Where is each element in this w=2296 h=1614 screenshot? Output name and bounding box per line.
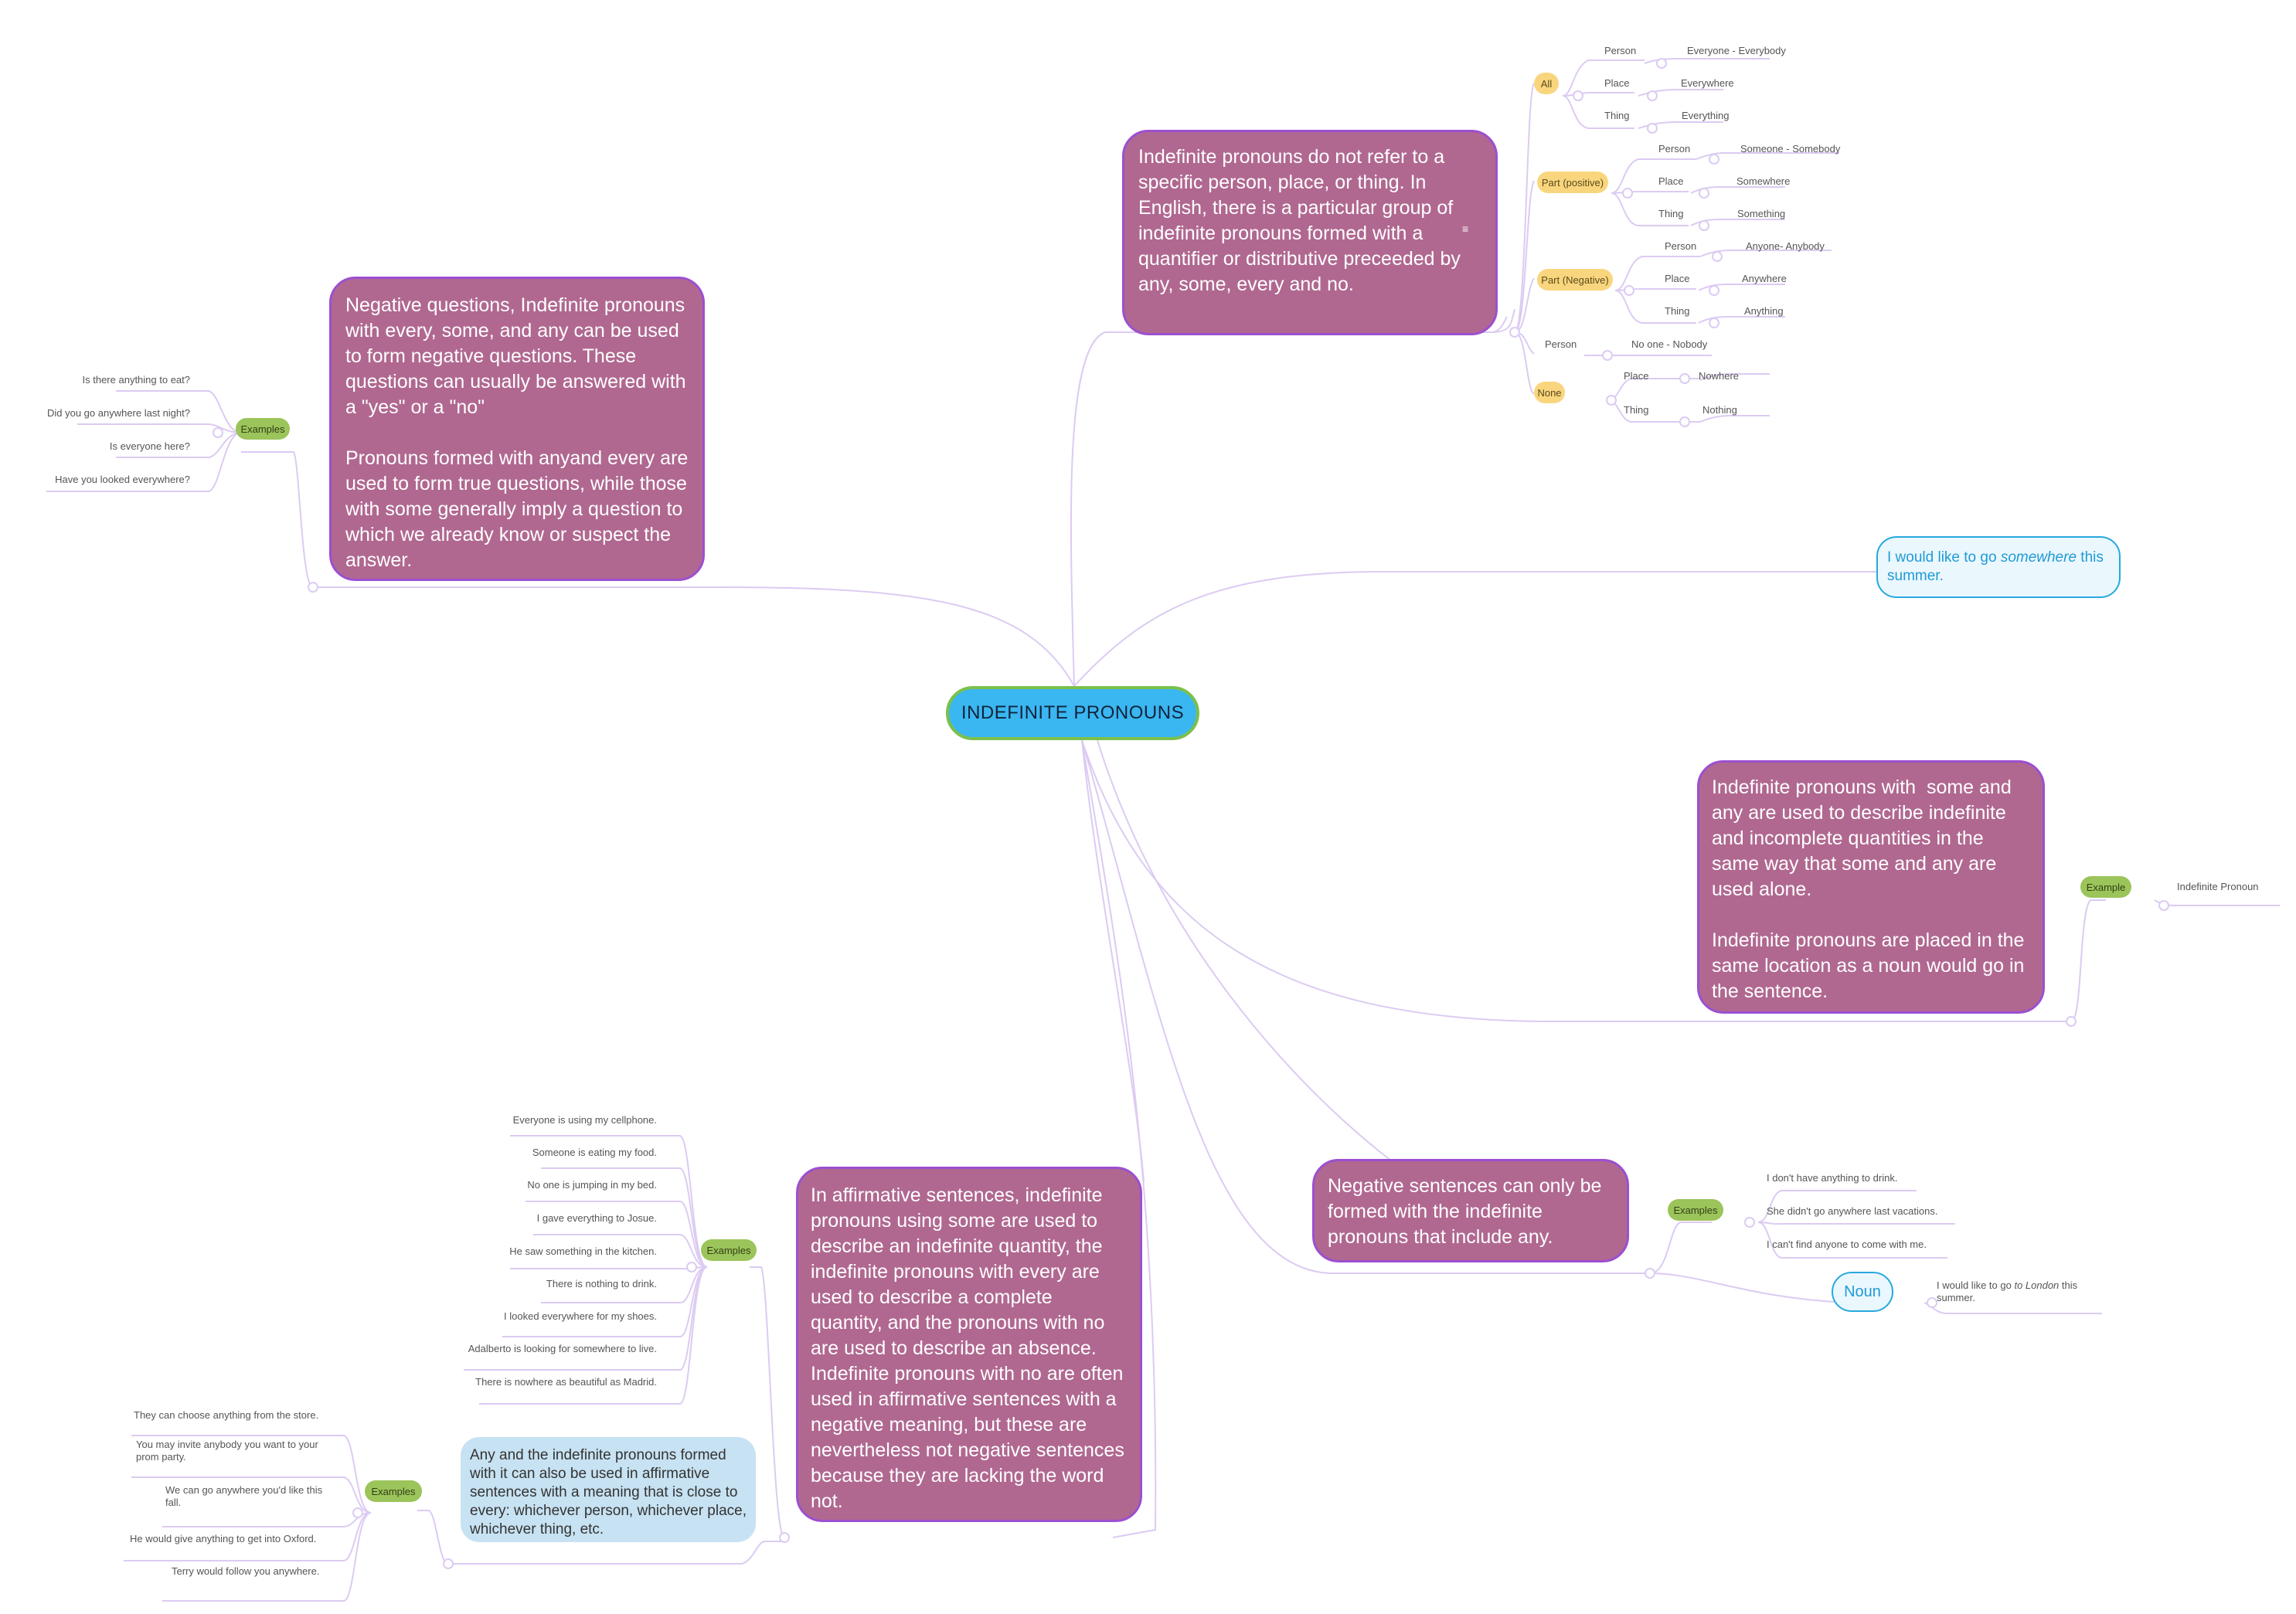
leaf-value: No one - Nobody	[1631, 338, 1708, 350]
example-text: I would like to go	[1887, 549, 2001, 566]
leaf-value: Anything	[1744, 305, 1784, 317]
example-item: Adalberto is looking for somewhere to li…	[468, 1343, 657, 1354]
leaf-value: Anywhere	[1742, 273, 1787, 284]
topic-definition[interactable]: Indefinite pronouns do not refer to a sp…	[1122, 130, 1498, 335]
leaf-type: Thing	[1658, 208, 1684, 219]
example-italic: to London	[2014, 1279, 2060, 1291]
example-item: I can't find anyone to come with me.	[1767, 1239, 1927, 1250]
example-item: He saw something in the kitchen.	[509, 1245, 657, 1257]
leaf-type: Person	[1545, 338, 1577, 350]
leaf-type: Thing	[1624, 404, 1649, 416]
example-item: Someone is eating my food.	[532, 1147, 657, 1158]
leaf-value: Everyone - Everybody	[1687, 45, 1786, 56]
example-item: You may invite anybody you want to your …	[136, 1439, 318, 1463]
example-item: There is nowhere as beautiful as Madrid.	[475, 1376, 657, 1388]
tag-examples[interactable]: Examples	[1668, 1199, 1723, 1221]
example-item: Is there anything to eat?	[82, 374, 190, 386]
leaf-value: Everywhere	[1681, 77, 1734, 89]
example-item: She didn't go anywhere last vacations.	[1767, 1205, 1938, 1217]
leaf-type: Place	[1604, 77, 1630, 89]
leaf-type: Person	[1658, 143, 1691, 155]
example-item: Have you looked everywhere?	[55, 474, 190, 485]
example-text: this summer.	[1887, 549, 2104, 584]
leaf-type: Person	[1604, 45, 1637, 56]
example-item: They can choose anything from the store.	[134, 1409, 319, 1421]
leaf-type: Thing	[1604, 110, 1630, 121]
tag-examples[interactable]: Examples	[701, 1239, 757, 1261]
tag-part-negative[interactable]: Part (Negative)	[1537, 269, 1613, 291]
example-item: He would give anything to get into Oxfor…	[130, 1533, 317, 1544]
example-item: I gave everything to Josue.	[536, 1212, 657, 1224]
topic-negative-sentences[interactable]: Negative sentences can only be formed wi…	[1312, 1159, 1629, 1262]
example-item: No one is jumping in my bed.	[527, 1179, 657, 1191]
leaf-value: Somewhere	[1736, 175, 1791, 187]
example-text: this summer.	[1937, 1279, 2078, 1303]
leaf-type: Place	[1624, 370, 1649, 382]
topic-affirmative[interactable]: In affirmative sentences, indefinite pro…	[796, 1167, 1142, 1522]
tag-example[interactable]: Example	[2080, 876, 2131, 898]
leaf-type: Thing	[1665, 305, 1690, 317]
tag-none[interactable]: None	[1534, 382, 1565, 403]
leaf-value: Nothing	[1702, 404, 1737, 416]
example-item: Terry would follow you anywhere.	[172, 1565, 320, 1577]
example-item: Indefinite Pronoun	[2177, 881, 2259, 892]
central-topic[interactable]: INDEFINITE PRONOUNS	[946, 686, 1199, 740]
example-item: There is nothing to drink.	[546, 1278, 657, 1290]
example-text: I would like to go	[1937, 1279, 2015, 1291]
noun-example: I would like to go to London this summer…	[1937, 1279, 2099, 1304]
leaf-type: Place	[1658, 175, 1684, 187]
example-item: Everyone is using my cellphone.	[512, 1114, 657, 1126]
tag-all[interactable]: All	[1534, 73, 1559, 94]
tag-examples[interactable]: Examples	[236, 418, 290, 440]
leaf-value: Anyone- Anybody	[1746, 240, 1825, 252]
example-item: Did you go anywhere last night?	[46, 407, 190, 419]
leaf-type: Place	[1665, 273, 1690, 284]
topic-negative-questions[interactable]: Negative questions, Indefinite pronouns …	[329, 277, 705, 581]
example-item: I don't have anything to drink.	[1767, 1172, 1898, 1184]
example-item: Is everyone here?	[109, 440, 190, 452]
note-any[interactable]: Any and the indefinite pronouns formed w…	[461, 1437, 756, 1542]
tag-part-positive[interactable]: Part (positive)	[1537, 172, 1608, 193]
leaf-value: Everything	[1682, 110, 1730, 121]
leaf-type: Person	[1665, 240, 1697, 252]
topic-quantities[interactable]: Indefinite pronouns with some and any ar…	[1697, 760, 2045, 1014]
leaf-value: Nowhere	[1699, 370, 1740, 382]
example-italic: somewhere	[2000, 549, 2077, 566]
note-icon[interactable]: ≡	[1462, 223, 1469, 235]
example-item: I looked everywhere for my shoes.	[504, 1310, 657, 1322]
leaf-value: Someone - Somebody	[1740, 143, 1841, 155]
tag-examples[interactable]: Examples	[365, 1480, 422, 1502]
example-somewhere[interactable]: I would like to go somewhere this summer…	[1876, 536, 2121, 598]
example-item: We can go anywhere you'd like this fall.	[165, 1484, 323, 1508]
leaf-value: Something	[1737, 208, 1786, 219]
noun-node[interactable]: Noun	[1832, 1272, 1893, 1312]
